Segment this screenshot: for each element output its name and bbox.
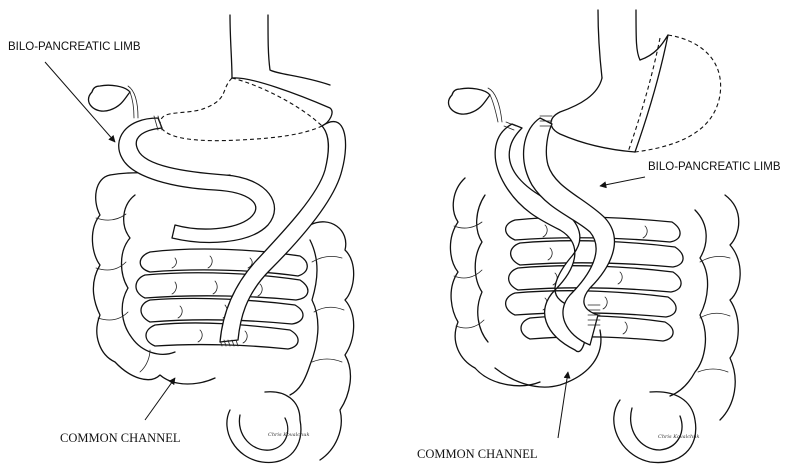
right-bile-duct	[488, 88, 502, 122]
right-sleeve-line-dashed	[628, 38, 660, 152]
left-limb-label: BILO-PANCREATIC LIMB	[8, 41, 141, 53]
right-panel: BILO-PANCREATIC LIMB COMMON CHANNEL Chri…	[417, 10, 781, 463]
right-sleeve-line	[635, 35, 668, 152]
left-channel-label: COMMON CHANNEL	[60, 431, 181, 445]
left-panel: BILO-PANCREATIC LIMB COMMON CHANNEL Chri…	[8, 15, 354, 462]
right-sleeve-stomach	[551, 35, 668, 152]
right-esophagus	[598, 10, 640, 78]
right-gallbladder	[448, 88, 490, 114]
left-gastric-pouch	[232, 78, 332, 126]
left-signature: Chris Kovalchuk	[268, 432, 309, 438]
right-limb-arrow	[600, 177, 645, 186]
left-gallbladder	[88, 85, 130, 111]
right-resected-fundus	[635, 35, 721, 152]
left-esophagus	[230, 15, 330, 85]
left-limb-arrow	[45, 62, 115, 142]
left-stomach-remnant	[160, 78, 322, 141]
left-channel-arrow	[145, 378, 175, 420]
right-descending-haustra	[698, 256, 730, 372]
right-descending-colon	[720, 195, 740, 420]
right-channel-label: COMMON CHANNEL	[417, 447, 538, 461]
right-signature: Chris Kovalchuk	[658, 434, 699, 440]
right-sigmoid-inner	[631, 408, 682, 450]
right-sigmoid	[614, 392, 696, 463]
left-stapled-line	[232, 78, 322, 126]
left-biliopancreatic-limb	[119, 118, 275, 242]
left-sigmoid	[227, 392, 301, 463]
right-colon-inner	[475, 195, 488, 342]
right-channel-arrow	[558, 372, 568, 438]
right-limb-label: BILO-PANCREATIC LIMB	[648, 161, 781, 173]
